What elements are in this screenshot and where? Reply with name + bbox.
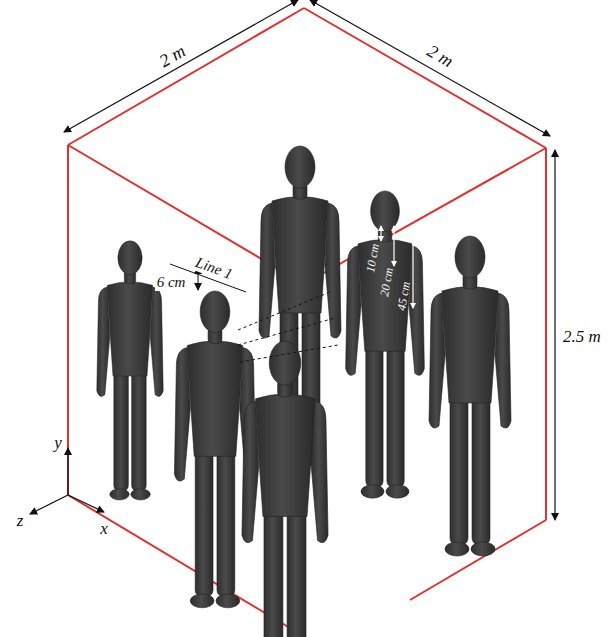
sample-line xyxy=(238,292,330,330)
mannequins xyxy=(97,146,511,637)
dimension-label: y xyxy=(54,434,62,451)
mannequin xyxy=(346,191,425,498)
dimension-label: 6 cm xyxy=(155,274,188,291)
room-box xyxy=(68,8,546,637)
mannequin xyxy=(429,236,511,556)
mannequin xyxy=(97,241,163,500)
mannequin xyxy=(242,341,328,637)
measurement-lines xyxy=(170,264,338,362)
axis-arrows xyxy=(30,448,104,514)
sample-line xyxy=(238,318,335,345)
dimension-label: 2.5 m xyxy=(563,328,601,345)
sample-line xyxy=(240,345,338,362)
dimension-label: 2 m xyxy=(424,42,456,71)
dimension-label: 2 m xyxy=(156,42,188,71)
dimension-label: z xyxy=(17,512,24,529)
dimension-label: x xyxy=(100,520,108,537)
